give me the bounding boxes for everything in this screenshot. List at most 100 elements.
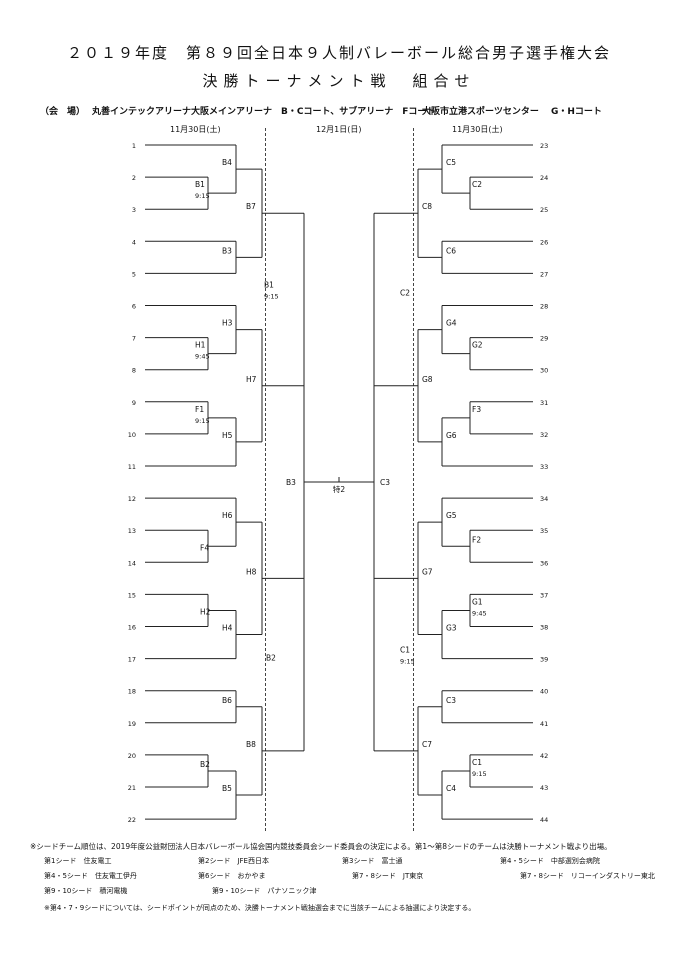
match-b1-qf-time: 9:15 [264, 292, 279, 300]
date-center: 12月1日(日) [316, 125, 362, 134]
slot-right-42: 42 [540, 752, 548, 760]
slot-right-32: 32 [540, 431, 548, 439]
slot-right-28: 28 [540, 303, 548, 311]
slot-left-11: 11 [128, 463, 136, 471]
slot-right-41: 41 [540, 720, 548, 728]
seed-3: 第3シード 富士通 [342, 857, 403, 865]
seed-5: 第4・5シード 住友電工伊丹 [44, 872, 137, 880]
seed-2: 第2シード JFE西日本 [198, 857, 269, 865]
slot-left-1: 1 [132, 142, 136, 150]
venue-left-name: 丸善インテックアリーナ大阪メインアリーナ B・Cコート、サブアリーナ Fコート [92, 107, 436, 117]
match-c8: C8 [422, 202, 432, 211]
match-g1-time: 9:45 [472, 609, 487, 617]
match-b3: B3 [222, 246, 232, 255]
match-f2: F2 [472, 535, 481, 544]
slot-left-4: 4 [132, 238, 136, 246]
match-c7: C7 [422, 740, 432, 749]
slot-right-39: 39 [540, 656, 548, 664]
slot-left-17: 17 [128, 656, 136, 664]
match-final: 特2 [333, 484, 345, 494]
match-b2-first: B2 [200, 760, 210, 769]
match-c2-qf: C2 [400, 288, 410, 297]
match-g3: G3 [446, 624, 457, 633]
slot-right-37: 37 [540, 591, 548, 599]
slot-right-44: 44 [540, 816, 548, 824]
match-b4: B4 [222, 158, 232, 167]
slot-left-9: 9 [132, 399, 136, 407]
slot-left-3: 3 [132, 206, 136, 214]
page-title: ２０１９年度 第８９回全日本９人制バレーボール総合男子選手権大会 [66, 44, 611, 62]
match-c2: C2 [472, 180, 482, 189]
match-h5: H5 [222, 431, 233, 440]
date-right: 11月30日(土) [452, 125, 503, 134]
match-b7: B7 [246, 202, 256, 211]
match-b8: B8 [246, 740, 256, 749]
match-h7: H7 [246, 375, 257, 384]
slot-right-29: 29 [540, 335, 548, 343]
divider-right [413, 128, 414, 831]
page-subtitle: 決勝トーナメント戦 組合せ [202, 72, 476, 90]
match-f4: F4 [200, 543, 209, 552]
slot-left-13: 13 [128, 527, 136, 535]
match-h4: H4 [222, 624, 233, 633]
match-b1-first: B1 [195, 180, 205, 189]
slot-right-35: 35 [540, 527, 548, 535]
slot-left-7: 7 [132, 335, 136, 343]
match-b5: B5 [222, 784, 232, 793]
match-h8: H8 [246, 567, 257, 576]
match-b2: B2 [266, 654, 276, 663]
match-c4: C4 [446, 784, 456, 793]
slot-right-24: 24 [540, 174, 548, 182]
match-h1: H1 [195, 341, 206, 350]
match-c1-time: 9:15 [472, 770, 487, 778]
match-g6: G6 [446, 431, 457, 440]
match-f1-time: 9:15 [195, 417, 210, 425]
match-h1-time: 9:45 [195, 353, 210, 361]
seed-8: 第7・8シード リコーインダストリー東北 [520, 872, 655, 880]
footnote: ※第4・7・9シードについては、シードポイントが同点のため、決勝トーナメント戦抽… [44, 904, 476, 912]
match-b3-sf: B3 [286, 478, 296, 487]
match-g8: G8 [422, 375, 433, 384]
venue-left-label: （会 場） [40, 107, 86, 117]
slot-right-31: 31 [540, 399, 548, 407]
seed-7: 第7・8シード JT東京 [352, 872, 424, 880]
slot-right-30: 30 [540, 367, 548, 375]
match-g7: G7 [422, 567, 433, 576]
slot-right-43: 43 [540, 784, 548, 792]
date-left: 11月30日(土) [170, 125, 221, 134]
match-g4: G4 [446, 319, 457, 328]
slot-left-8: 8 [132, 367, 136, 375]
match-c3-sf: C3 [380, 478, 390, 487]
match-c1-qf: C1 [400, 646, 410, 655]
match-h6: H6 [222, 511, 233, 520]
match-h2: H2 [200, 607, 211, 616]
match-c5: C5 [446, 158, 456, 167]
slot-left-22: 22 [128, 816, 136, 824]
match-h3: H3 [222, 319, 233, 328]
slot-left-5: 5 [132, 270, 136, 278]
match-c1: C1 [472, 758, 482, 767]
match-c1-qf-time: 9:15 [400, 658, 415, 666]
seed-10: 第9・10シード パナソニック津 [212, 887, 317, 895]
slot-left-20: 20 [128, 752, 136, 760]
divider-left [265, 128, 266, 831]
slot-right-36: 36 [540, 559, 548, 567]
slot-right-23: 23 [540, 142, 548, 150]
match-b6: B6 [222, 696, 232, 705]
match-g2: G2 [472, 341, 483, 350]
slot-right-26: 26 [540, 238, 548, 246]
match-g1: G1 [472, 597, 483, 606]
slot-left-10: 10 [128, 431, 136, 439]
slot-left-18: 18 [128, 688, 136, 696]
seed-1: 第1シード 住友電工 [44, 857, 112, 865]
match-b1-first-time: 9:15 [195, 192, 210, 200]
match-f3: F3 [472, 405, 481, 414]
slot-left-16: 16 [128, 624, 136, 632]
match-c3: C3 [446, 696, 456, 705]
slot-left-12: 12 [128, 495, 136, 503]
slot-left-15: 15 [128, 591, 136, 599]
slot-right-25: 25 [540, 206, 548, 214]
slot-right-33: 33 [540, 463, 548, 471]
match-b1-qf: B1 [264, 280, 274, 289]
